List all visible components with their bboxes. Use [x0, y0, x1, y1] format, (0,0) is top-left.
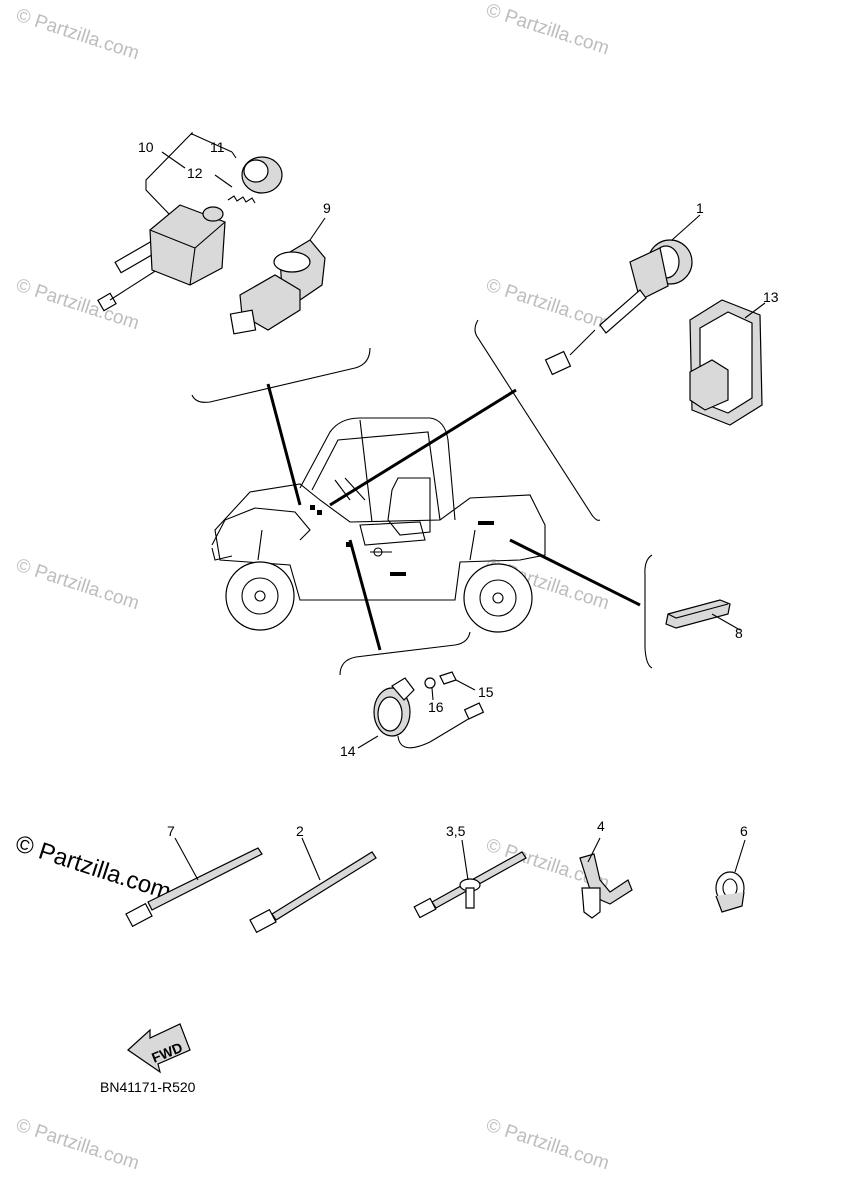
- callout-6: 6: [740, 823, 748, 839]
- part-10-switch-assembly: 10 11 12: [97, 131, 283, 312]
- callout-11: 11: [210, 139, 225, 155]
- callout-4: 4: [597, 818, 605, 834]
- part-3-5-tie-clip: 3,5: [413, 823, 527, 919]
- watermark: © Partzilla.com: [483, 1115, 611, 1175]
- callout-16: 16: [428, 699, 444, 715]
- watermark: © Partzilla.com: [13, 275, 141, 335]
- watermark: © Partzilla.com: [483, 0, 611, 59]
- part-13-panel: 13: [689, 289, 779, 426]
- fwd-arrow: FWD: [127, 1023, 191, 1074]
- callout-15: 15: [478, 684, 494, 700]
- watermark: © Partzilla.com: [483, 275, 611, 335]
- part-6-clip: 6: [715, 823, 748, 913]
- part-1-socket: 1: [544, 200, 704, 376]
- callout-13: 13: [763, 289, 779, 305]
- callout-7: 7: [167, 823, 175, 839]
- callout-12: 12: [187, 165, 203, 181]
- part-2-cable-tie: 2: [249, 823, 377, 934]
- watermark: © Partzilla.com: [13, 5, 141, 65]
- callout-10: 10: [138, 139, 154, 155]
- part-14-horn: 14 15 16: [340, 671, 494, 759]
- callout-3-5: 3,5: [446, 823, 466, 839]
- callout-2: 2: [296, 823, 304, 839]
- callout-8: 8: [735, 625, 743, 641]
- callout-1: 1: [696, 200, 704, 216]
- reference-code: BN41171-R520: [100, 1079, 196, 1095]
- part-9-sensor: 9: [229, 200, 331, 335]
- watermark: © Partzilla.com: [13, 1115, 141, 1175]
- watermark-dark: © Partzilla.com: [12, 830, 174, 906]
- watermark: © Partzilla.com: [13, 555, 141, 615]
- callout-14: 14: [340, 743, 356, 759]
- part-4-clamp: 4: [579, 818, 633, 919]
- vehicle-illustration: [191, 319, 653, 676]
- part-8-pad: 8: [665, 599, 743, 641]
- callout-9: 9: [323, 200, 331, 216]
- part-7-cable-tie: 7: [125, 823, 263, 928]
